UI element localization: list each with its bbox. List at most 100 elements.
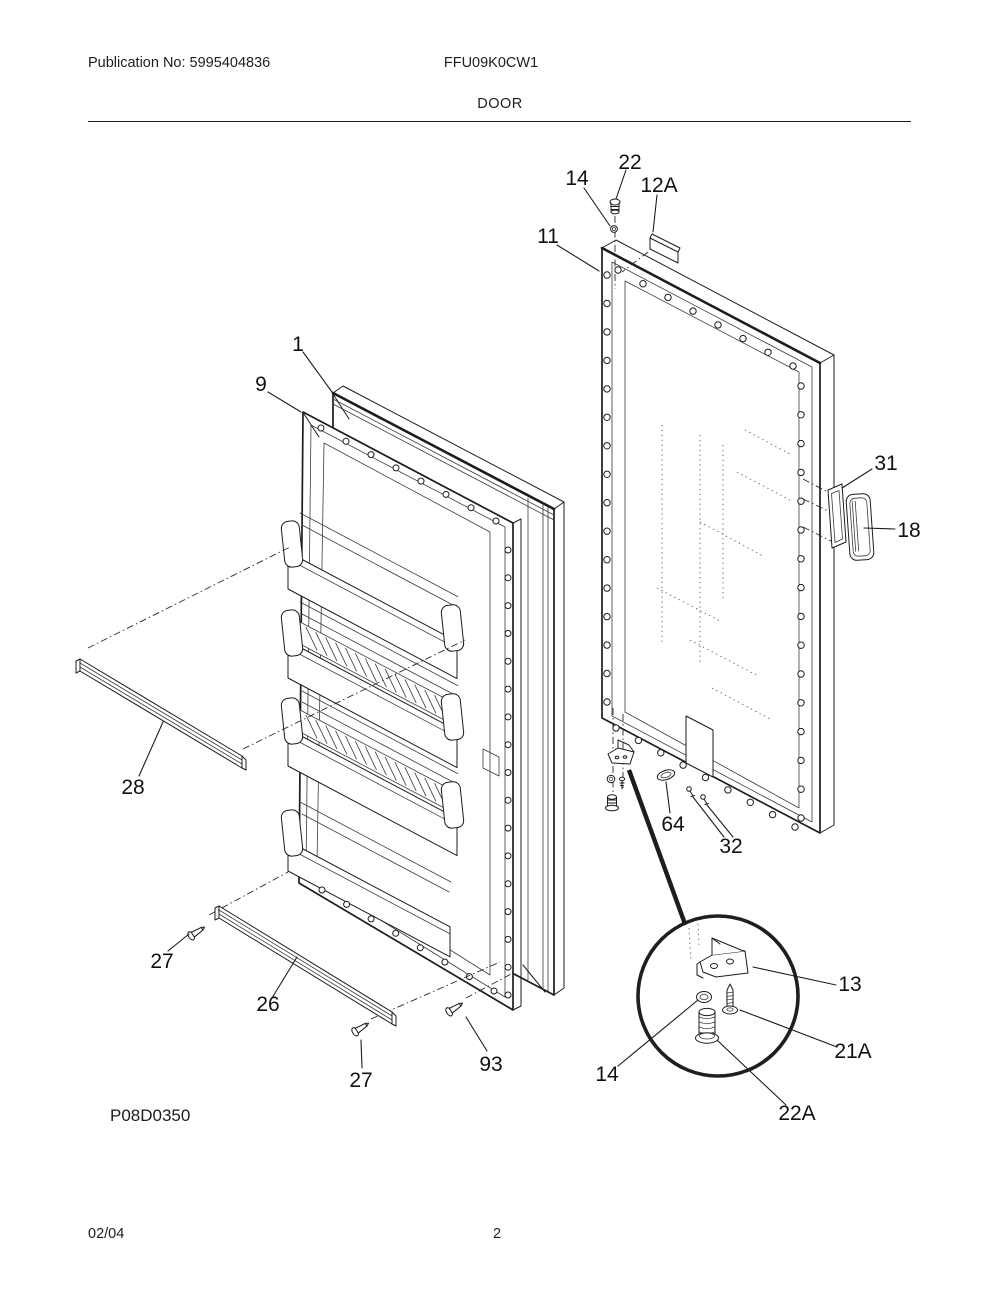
screw-hole	[504, 602, 512, 610]
screw-hole	[797, 439, 805, 448]
trim-screw	[351, 1022, 370, 1037]
bottom-flange-holes	[318, 886, 498, 995]
screw-hole	[789, 362, 797, 370]
callout-line	[626, 769, 688, 925]
screw-hole	[317, 424, 325, 432]
screw-hole	[342, 437, 350, 445]
screw-hole	[603, 584, 611, 592]
part-label-32: 32	[719, 835, 742, 858]
part-label-27: 27	[150, 950, 173, 973]
part-label-14: 14	[565, 167, 589, 190]
screw-hole	[612, 724, 620, 732]
screw-hole	[417, 477, 425, 485]
screw-hole	[768, 810, 777, 819]
screw-hole	[441, 958, 449, 966]
screw-hole	[603, 271, 611, 279]
screw-hole	[724, 786, 732, 794]
screw-hole	[797, 814, 805, 822]
screw-hole	[504, 963, 512, 971]
shelf-end-cap	[280, 520, 304, 568]
part-label-26: 26	[256, 993, 279, 1016]
screw-hole	[797, 411, 805, 419]
screw-hole	[603, 669, 611, 678]
door-shelf-bin	[280, 601, 465, 769]
screw-hole	[504, 935, 512, 943]
part-label-22A: 22A	[778, 1102, 815, 1125]
part-label-64: 64	[661, 813, 685, 836]
header-rule	[88, 121, 911, 123]
screw-hole	[603, 641, 611, 649]
screw-hole	[603, 328, 611, 336]
screw-hole	[679, 761, 687, 769]
screw-hole	[504, 657, 512, 665]
part-label-21A: 21A	[834, 1040, 871, 1063]
trim-screw	[187, 926, 206, 941]
part-label-14: 14	[595, 1063, 619, 1086]
screw-hole	[797, 583, 805, 592]
screw-hole	[797, 756, 805, 765]
hidden-lines	[656, 425, 791, 721]
screw-hole	[797, 382, 805, 390]
screw-hole	[504, 824, 512, 832]
screw-hole	[367, 915, 375, 923]
screw-hole	[797, 555, 805, 563]
part-label-12A: 12A	[640, 174, 677, 197]
screw-hole	[603, 470, 611, 478]
model-number: FFU09K0CW1	[443, 55, 539, 71]
screw-hole	[504, 741, 512, 749]
screw-hole	[490, 987, 498, 995]
screw-hole	[634, 736, 643, 745]
screw-hole	[764, 348, 772, 356]
screw-hole	[614, 266, 622, 274]
screw-hole	[714, 321, 722, 329]
screw-hole	[504, 880, 512, 888]
screw-hole	[603, 413, 611, 421]
door-shelf-bin	[280, 512, 465, 680]
top-hinge-screw-22	[609, 198, 621, 289]
screw-hole	[603, 385, 611, 393]
top-washer-14	[610, 225, 618, 233]
part-label-93: 93	[479, 1053, 502, 1076]
screw-hole	[492, 517, 500, 525]
screw-hole	[791, 823, 799, 831]
trim-screw	[445, 1002, 464, 1017]
screws-32	[686, 786, 709, 805]
screw-hole	[392, 929, 400, 937]
screw-hole	[603, 612, 611, 621]
screw-hole	[797, 699, 805, 707]
publication-number: Publication No: 5995404836	[88, 55, 271, 71]
screw-21A	[722, 983, 738, 1015]
hinge-screw-small	[618, 776, 626, 790]
screw-hole	[664, 293, 672, 302]
shelf-end-cap	[440, 693, 465, 741]
detail-callout-circle	[636, 914, 800, 1078]
door-shelf-bin	[280, 801, 452, 958]
part-label-22: 22	[618, 151, 641, 174]
screw-hole	[603, 442, 611, 450]
screw-hole	[639, 280, 647, 288]
screw-hole	[603, 556, 611, 564]
screw-hole	[797, 526, 805, 534]
screw-hole	[746, 798, 754, 806]
screw-hole	[343, 900, 351, 908]
footer-date: 02/04	[88, 1226, 125, 1242]
screw-hole	[603, 299, 611, 308]
screw-hole	[504, 629, 512, 637]
part-label-27: 27	[349, 1069, 372, 1092]
door-shelf-bins	[280, 512, 465, 958]
part-label-28: 28	[121, 776, 144, 799]
screw-hole	[504, 991, 512, 999]
hinge-bracket-small	[607, 747, 635, 765]
door-shelf-bin	[280, 689, 465, 857]
hinge-bracket-13	[696, 937, 749, 979]
shelf-retainer-bar-28	[75, 546, 466, 771]
part-label-1: 1	[292, 333, 304, 356]
screw-hole	[797, 468, 805, 477]
screw-hole	[467, 504, 475, 512]
screw-hole	[504, 908, 512, 916]
outer-door-panel-11	[600, 239, 835, 834]
shelf-end-cap	[280, 609, 304, 657]
